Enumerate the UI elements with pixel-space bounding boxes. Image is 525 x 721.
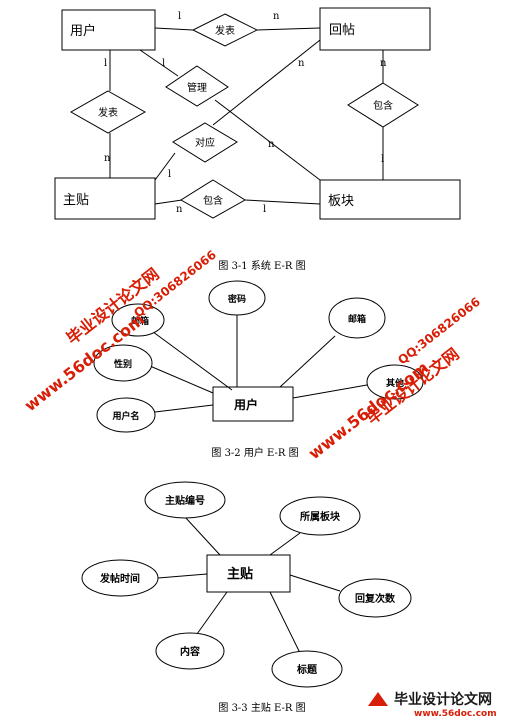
entity-post-box	[54, 177, 156, 220]
card-user-post-n: n	[104, 153, 111, 164]
figure3-caption: 图 3-3 主贴 E-R 图	[218, 701, 305, 714]
attr-post-id	[144, 481, 226, 519]
attr-mail-top	[111, 303, 165, 337]
line-post-time	[157, 573, 208, 579]
figure-post-er: 主贴 主贴编号 所属板块 发帖时间 回复次数 内容 标题 图 3-3 主贴 E-…	[81, 481, 412, 714]
attr-gender-label: 性别	[114, 358, 132, 370]
attr-board-label: 所属板块	[300, 510, 341, 523]
card-user-board-1: l	[162, 58, 165, 69]
line-reply-correspond	[212, 39, 321, 126]
attr-post-time	[81, 559, 159, 597]
card-user-reply-1: l	[178, 11, 181, 22]
line-post-contain	[154, 199, 183, 205]
relation-correspond-label: 对应	[195, 136, 215, 149]
watermark-logo: 毕业设计论文网 www.56doc.com	[368, 691, 497, 719]
figure-system-er: 用户 回帖 主贴 板块 发表 管理 发表 对应 包含 包含 l n l n l …	[54, 7, 461, 272]
attr-content	[155, 632, 225, 670]
attr-other	[366, 364, 424, 400]
entity-post-label: 主贴	[63, 193, 89, 208]
relation-publish-left	[69, 90, 147, 134]
attr-username	[96, 397, 156, 433]
watermark-logo-url: www.56doc.com	[414, 709, 497, 719]
entity-board-label: 板块	[328, 194, 354, 209]
attr-username-label: 用户名	[111, 410, 139, 422]
relation-publish-top-label: 发表	[215, 24, 235, 37]
relation-correspond	[172, 122, 238, 163]
entity-user-box	[61, 9, 156, 51]
relation-manage-label: 管理	[187, 81, 207, 94]
relation-publish-left-label: 发表	[98, 106, 118, 119]
relation-contain-right-label: 包含	[373, 99, 393, 112]
relation-contain-right	[347, 82, 419, 128]
relation-contain-bottom	[180, 179, 246, 219]
attr-mail-right-label: 邮箱	[348, 313, 366, 325]
line-correspond-post	[154, 152, 176, 181]
attr-board	[279, 496, 361, 536]
card-post-board-n: n	[176, 204, 183, 215]
watermark-logo-cn: 毕业设计论文网	[394, 691, 492, 708]
card-user-board-n: n	[268, 139, 275, 150]
attr-password-label: 密码	[227, 293, 246, 305]
attr-title	[271, 650, 343, 688]
entity-post3-label: 主贴	[227, 566, 253, 582]
card-reply-board-n: n	[380, 58, 387, 69]
line-user-publish	[154, 27, 194, 31]
line-post-title	[269, 591, 301, 654]
card-user-reply-n: n	[273, 11, 280, 22]
line-contain-board-bottom	[244, 199, 321, 205]
line-user-other	[292, 384, 368, 399]
line-user-gender	[149, 365, 214, 394]
attr-content-label: 内容	[180, 645, 200, 658]
entity-board-box	[319, 179, 461, 220]
line-user-mail-right	[279, 335, 336, 388]
line-publish-reply	[256, 27, 321, 31]
entity-user2-box	[212, 386, 294, 422]
attr-other-label: 其他	[386, 377, 404, 389]
logo-mark-icon	[368, 692, 388, 706]
entity-reply-box	[319, 7, 431, 51]
attr-reply-count	[338, 578, 412, 618]
attr-mail-top-label: 邮箱	[131, 315, 149, 327]
attr-reply-count-label: 回复次数	[355, 592, 396, 605]
line-post-board	[269, 532, 301, 556]
relation-manage	[165, 65, 229, 107]
card-reply-board-1: l	[381, 154, 384, 165]
line-user-mail-left	[144, 325, 233, 391]
relation-publish-top	[191, 13, 259, 47]
card-user-post-1: l	[104, 58, 107, 69]
figure1-caption: 图 3-1 系统 E-R 图	[218, 259, 305, 272]
card-reply-post-1: l	[168, 169, 171, 180]
entity-user2-label: 用户	[233, 397, 258, 412]
entity-user-label: 用户	[70, 23, 96, 39]
watermark-left: 毕业设计论文网 www.56doc.com QQ:306826066	[21, 248, 219, 416]
attr-mail-right	[328, 297, 386, 339]
line-post-content	[196, 591, 228, 635]
attr-password	[208, 280, 266, 316]
line-post-id	[184, 516, 221, 556]
entity-reply-label: 回帖	[329, 23, 355, 38]
line-user-username	[154, 404, 214, 413]
line-manage-board	[214, 99, 321, 181]
figure-user-er: 用户 密码 邮箱 邮箱 性别 用户名 其他 图 3-2 用户 E-R 图	[93, 280, 424, 459]
attr-post-time-label: 发帖时间	[99, 572, 140, 585]
watermark-right-url: www.56doc.com	[305, 358, 432, 463]
attr-post-id-label: 主贴编号	[165, 494, 205, 507]
figure2-caption: 图 3-2 用户 E-R 图	[211, 446, 298, 459]
attr-gender	[93, 344, 153, 382]
relation-contain-bottom-label: 包含	[203, 194, 223, 207]
attr-title-label: 标题	[296, 663, 318, 676]
line-user-manage	[139, 49, 179, 77]
card-reply-post-n: n	[298, 58, 305, 69]
entity-post3-box	[206, 554, 291, 593]
line-post-reply	[289, 574, 341, 592]
card-post-board-1: l	[263, 204, 266, 215]
